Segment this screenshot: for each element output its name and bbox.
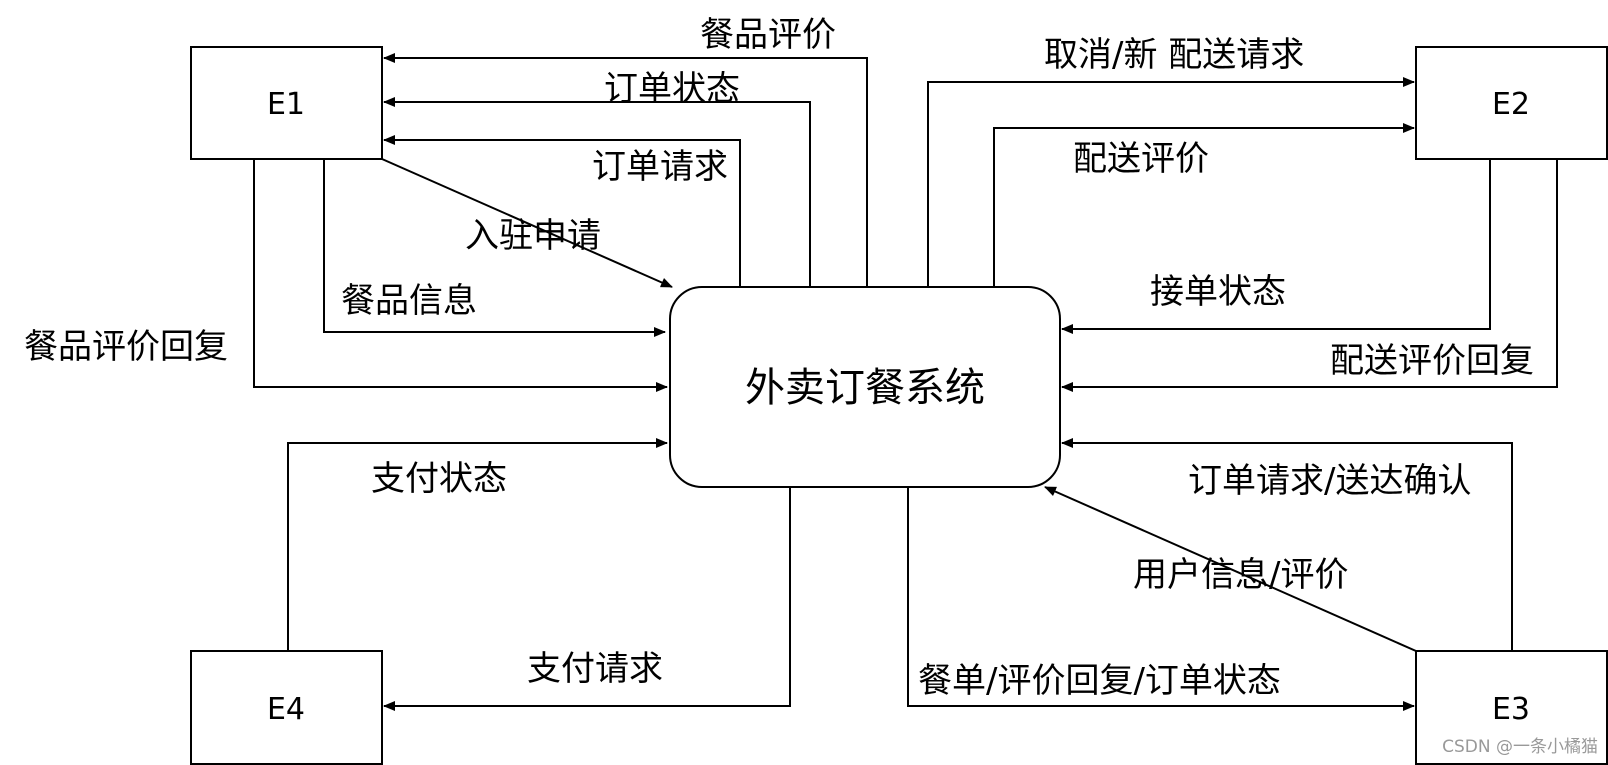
- flow-cancel-new-delivery-line: [927, 77, 1415, 287]
- entity-e4-label: E4: [267, 692, 305, 727]
- flow-dish-review-reply-label: 餐品评价回复: [24, 327, 228, 367]
- process-center-label: 外卖订餐系统: [745, 365, 985, 411]
- entity-e1: E1: [190, 46, 383, 160]
- flow-dish-review-label: 餐品评价: [700, 15, 836, 55]
- flow-delivery-review-line: [993, 123, 1415, 287]
- flow-menu-reply-status-line: [907, 487, 1415, 711]
- flow-payment-status-line: [287, 438, 668, 651]
- process-center: 外卖订餐系统: [669, 286, 1061, 488]
- flow-order-request-e1-label: 订单请求: [592, 147, 728, 187]
- entity-e3-label: E3: [1492, 692, 1530, 727]
- flow-cancel-new-delivery-label: 取消/新 配送请求: [1044, 35, 1304, 75]
- flow-payment-request-label: 支付请求: [527, 649, 663, 689]
- flow-dish-review-line: [383, 53, 868, 287]
- flow-join-application-line: [381, 158, 673, 288]
- flow-user-info-review-label: 用户信息/评价: [1133, 555, 1348, 595]
- flow-delivery-review-label: 配送评价: [1073, 139, 1209, 179]
- flow-order-request-e1-line: [383, 135, 741, 287]
- flow-order-request-delivered-label: 订单请求/送达确认: [1188, 461, 1471, 501]
- flow-menu-reply-status-label: 餐单/评价回复/订单状态: [918, 661, 1281, 701]
- flow-dish-review-reply-line: [253, 159, 668, 392]
- flow-dish-info-label: 餐品信息: [341, 281, 477, 321]
- flow-user-info-review-line: [1044, 486, 1417, 652]
- entity-e2-label: E2: [1492, 87, 1530, 122]
- watermark: CSDN @一条小橘猫: [1442, 737, 1598, 757]
- flow-order-status-e1-line: [383, 97, 811, 287]
- flow-delivery-review-reply-label: 配送评价回复: [1330, 341, 1534, 381]
- flow-order-status-e1-label: 订单状态: [604, 69, 740, 109]
- entity-e4: E4: [190, 650, 383, 765]
- entity-e2: E2: [1415, 46, 1608, 160]
- flow-accept-status-line: [1061, 159, 1491, 334]
- flow-accept-status-label: 接单状态: [1150, 272, 1286, 312]
- entity-e1-label: E1: [267, 87, 305, 122]
- flow-dish-info-line: [323, 159, 666, 337]
- flow-join-application-label: 入驻申请: [465, 216, 601, 256]
- flow-delivery-review-reply-line: [1061, 159, 1558, 392]
- flow-payment-status-label: 支付状态: [371, 459, 507, 499]
- flow-order-request-delivered-line: [1061, 438, 1513, 651]
- flow-payment-request-line: [383, 487, 791, 711]
